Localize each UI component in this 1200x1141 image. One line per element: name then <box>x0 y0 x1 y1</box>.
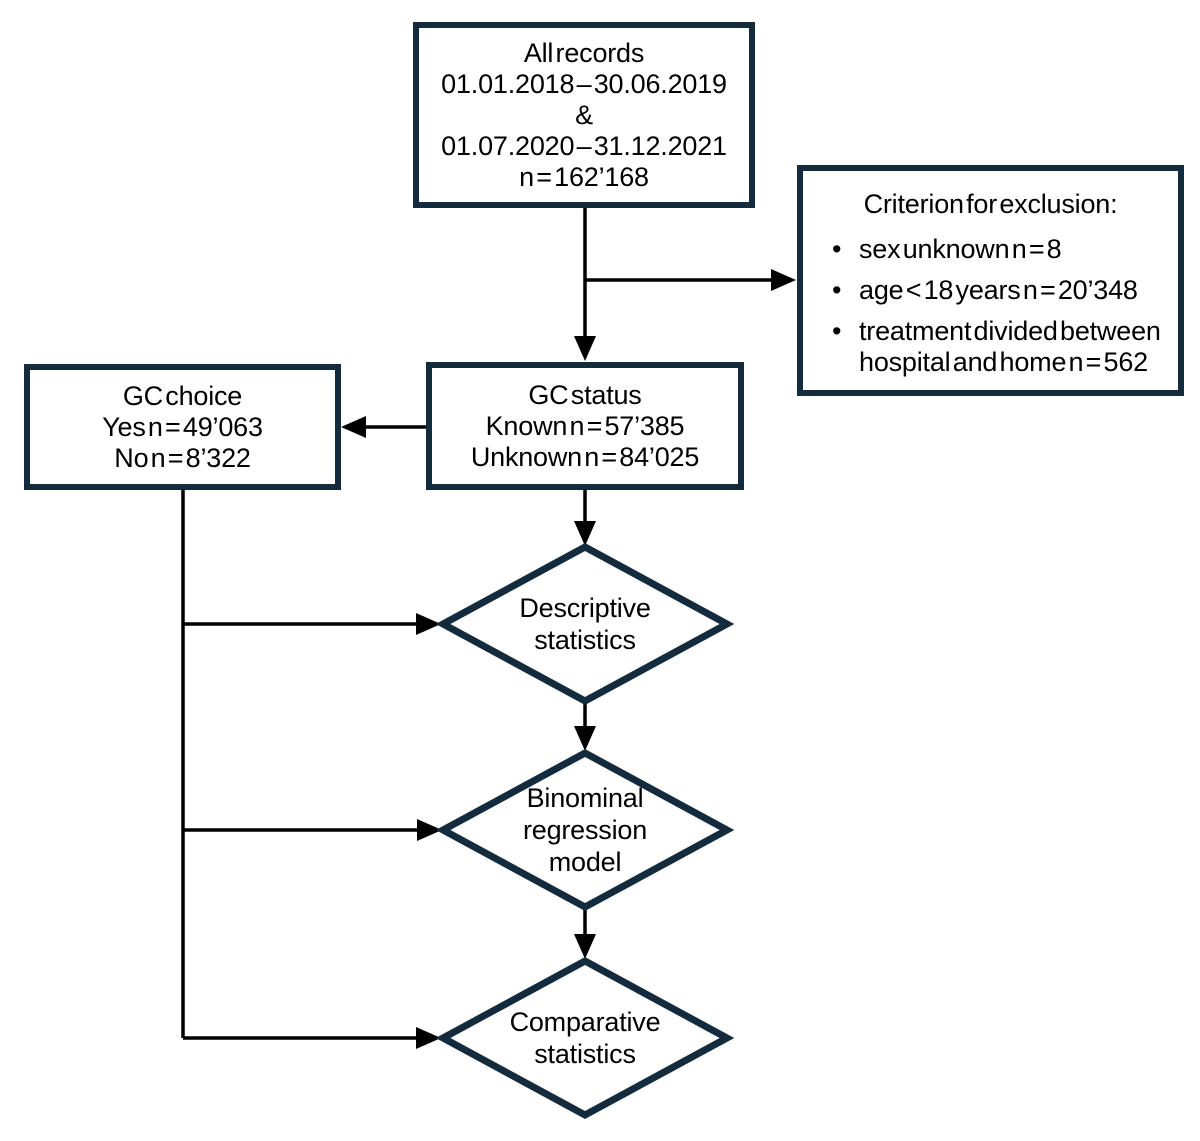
gc-choice-yes: Yes n = 49’063 <box>102 411 263 442</box>
arrowhead-right-comparative <box>416 1027 441 1049</box>
all-records-period-2: 01.07.2020 – 31.12.2021 <box>441 130 727 161</box>
gc-status-unknown: Unknown n = 84’025 <box>470 441 700 472</box>
node-comparative-statistics: Comparative statistics <box>455 1006 715 1070</box>
gc-choice-title: GC choice <box>122 380 243 411</box>
node-exclusion-criteria: Criterion for exclusion: sex unknown n =… <box>797 165 1184 396</box>
arrowheads <box>341 269 796 1049</box>
all-records-ampersand: & <box>575 99 593 130</box>
binominal-line-3: model <box>548 847 622 877</box>
arrowhead-down-gcstatus <box>574 336 596 361</box>
node-gc-status: GC status Known n = 57’385 Unknown n = 8… <box>426 362 744 490</box>
descriptive-line-2: statistics <box>534 625 636 655</box>
gc-status-known: Known n = 57’385 <box>485 410 685 441</box>
comparative-line-1: Comparative <box>509 1007 661 1037</box>
exclusion-bullet-sex-unknown: sex unknown n = 8 <box>832 234 1168 265</box>
gc-choice-no: No n = 8’322 <box>114 442 251 473</box>
comparative-line-2: statistics <box>534 1039 636 1069</box>
all-records-period-1: 01.01.2018 – 30.06.2019 <box>441 68 727 99</box>
exclusion-title: Criterion for exclusion: <box>863 189 1118 219</box>
exclusion-bullet-treatment-divided: treatment divided between hospital and h… <box>832 316 1168 378</box>
connector-lines <box>181 208 774 1040</box>
exclusion-bullet-age: age < 18 years n = 20’348 <box>832 275 1168 306</box>
all-records-title: All records <box>523 37 645 68</box>
arrowhead-left-gcchoice <box>341 416 366 438</box>
node-gc-choice: GC choice Yes n = 49’063 No n = 8’322 <box>24 364 341 490</box>
node-descriptive-statistics: Descriptive statistics <box>455 592 715 656</box>
node-all-records: All records 01.01.2018 – 30.06.2019 & 01… <box>413 22 755 208</box>
gc-status-title: GC status <box>528 379 642 410</box>
arrowhead-right-binominal <box>417 819 442 841</box>
comparative-diamond-shape <box>435 957 735 1119</box>
descriptive-diamond-shape <box>435 543 735 705</box>
all-records-count: n = 162’168 <box>519 161 649 192</box>
binominal-line-1: Binominal <box>526 783 644 813</box>
node-binominal-regression-model: Binominal regression model <box>455 782 715 878</box>
arrowhead-down-comparative <box>574 934 596 959</box>
exclusion-bullet-list: sex unknown n = 8 age < 18 years n = 20’… <box>803 234 1178 388</box>
binominal-diamond-shape <box>435 749 735 911</box>
descriptive-line-1: Descriptive <box>519 593 651 623</box>
binominal-line-2: regression <box>522 815 648 845</box>
arrowhead-down-descriptive <box>574 521 596 546</box>
arrowhead-right-exclusion <box>771 269 796 291</box>
arrowhead-down-binominal <box>574 726 596 751</box>
arrowhead-right-descriptive <box>416 613 441 635</box>
diamond-shapes <box>435 543 735 1119</box>
